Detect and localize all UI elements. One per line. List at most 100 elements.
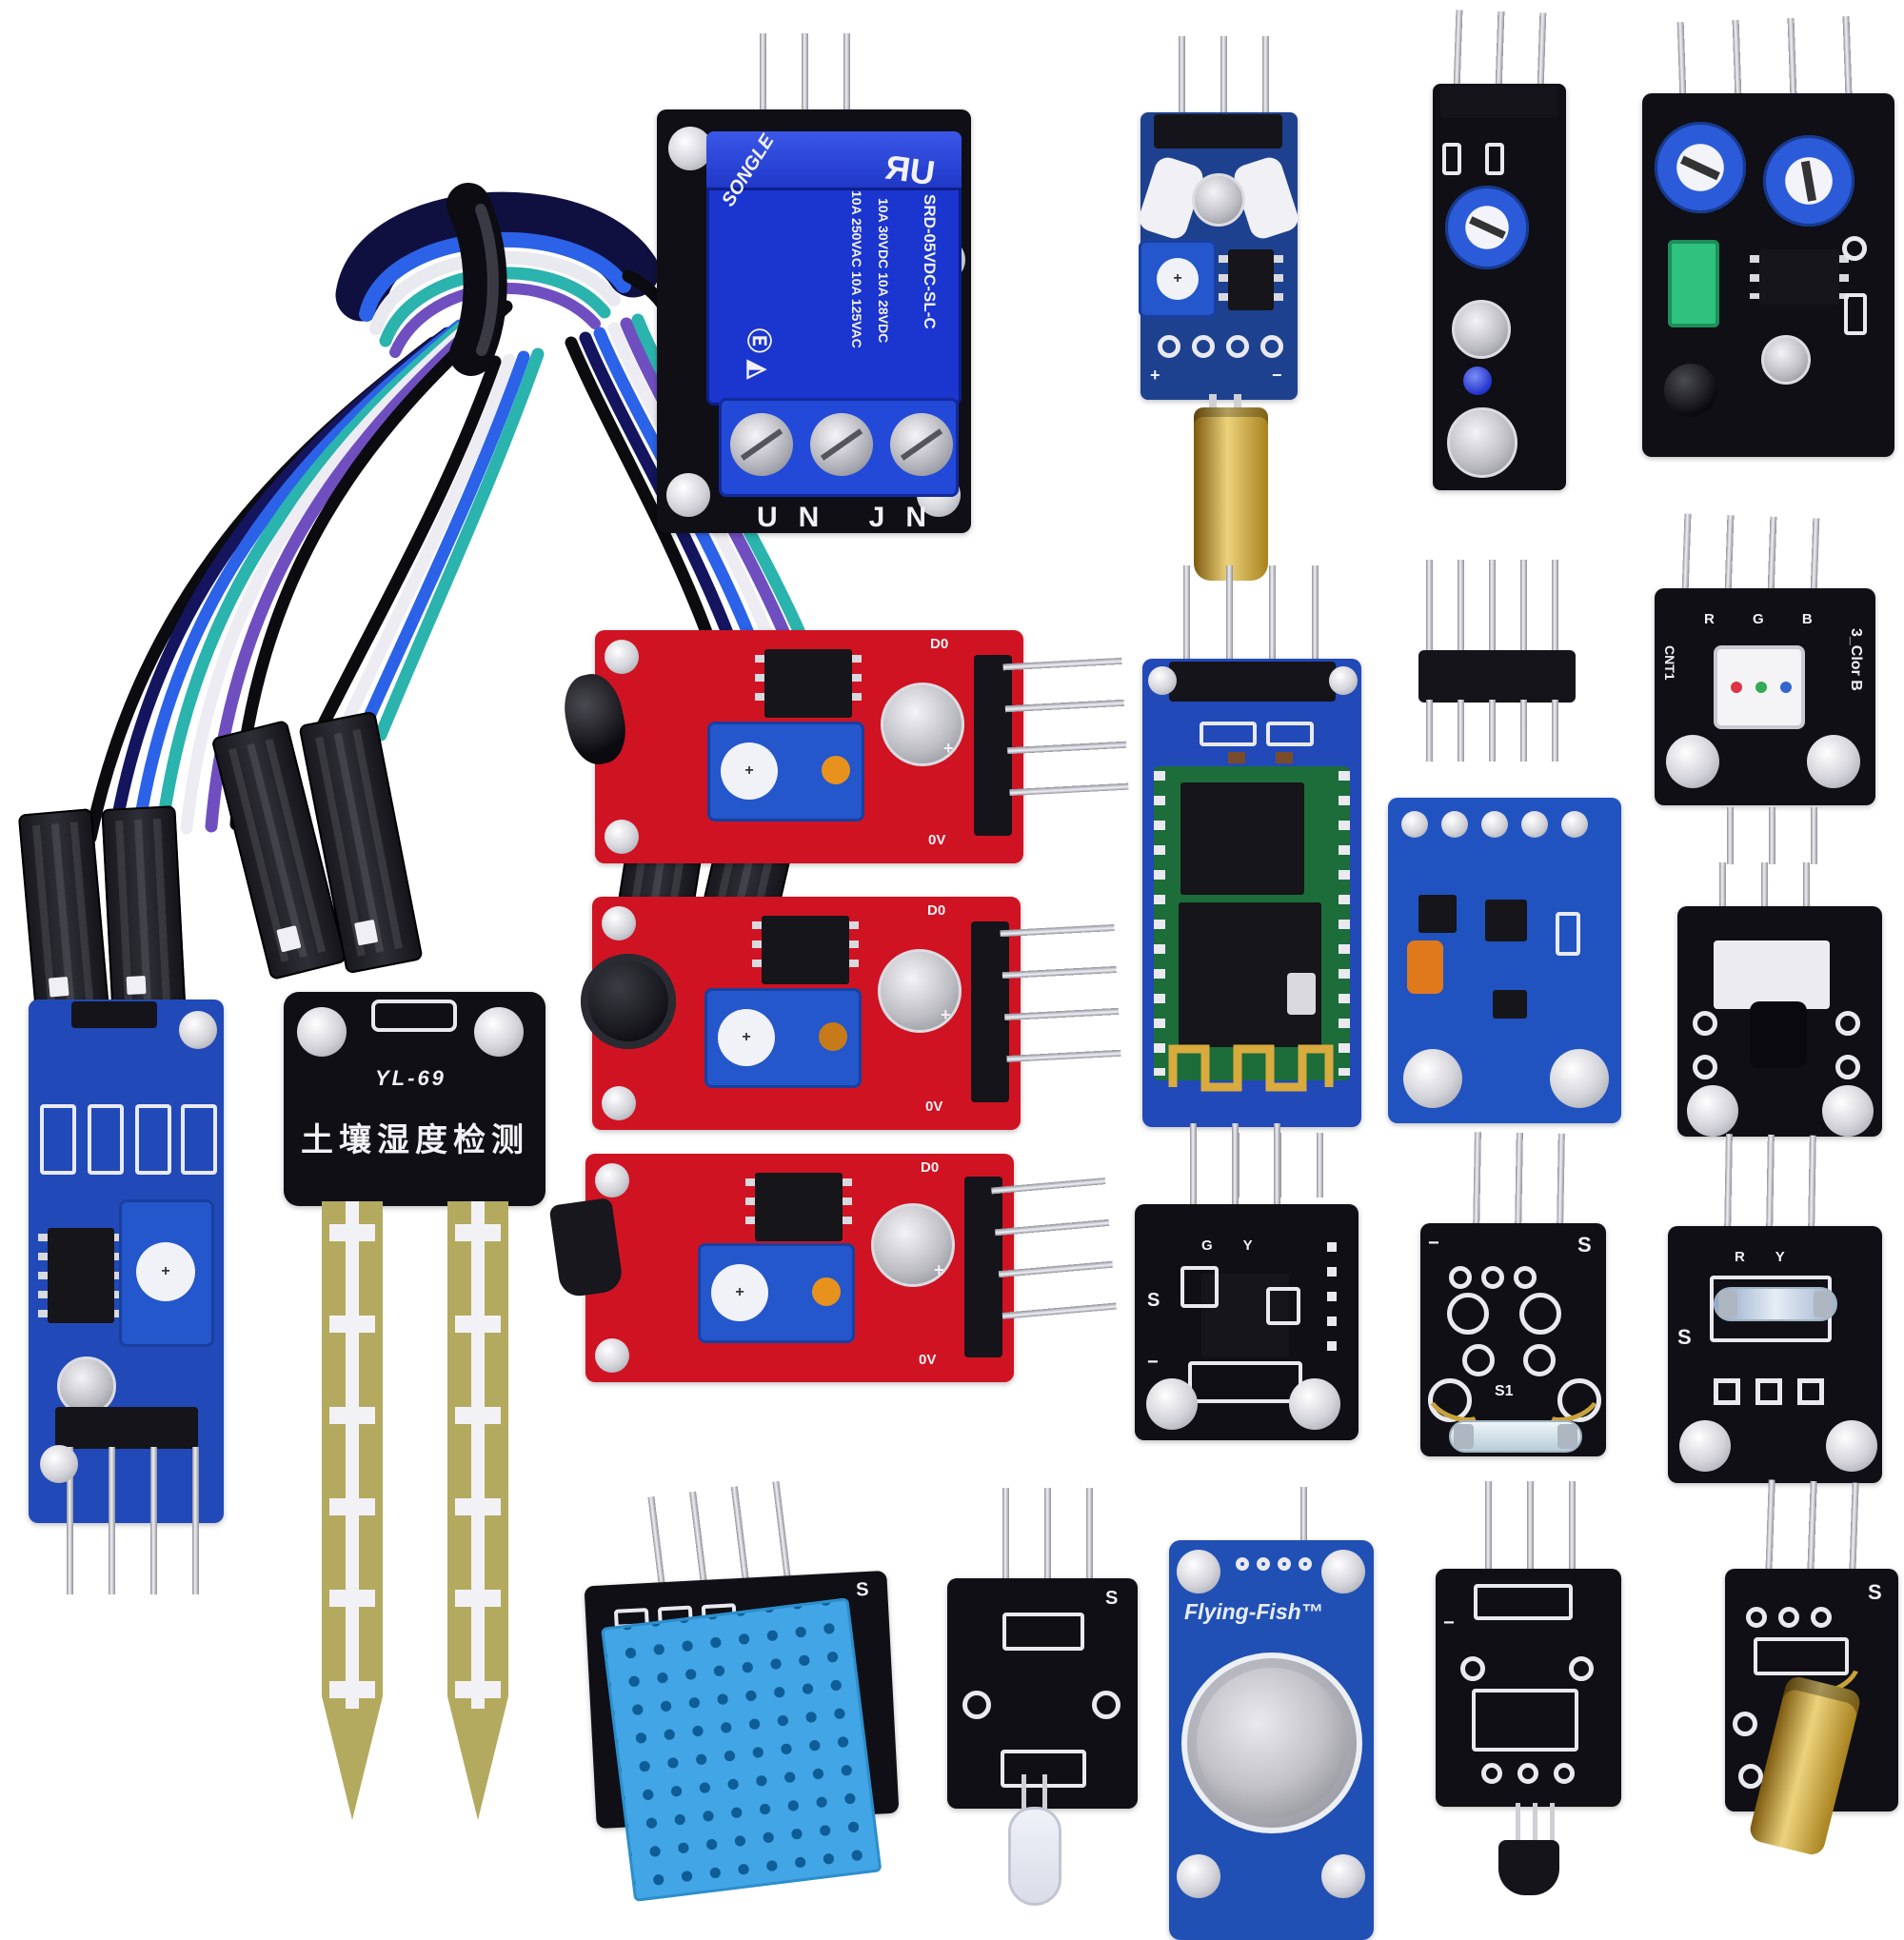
s-mark: S — [1577, 1233, 1592, 1257]
silkscreen-dashes — [1327, 1242, 1337, 1356]
trimpot-dial: + — [718, 1009, 775, 1066]
smd-part — [1266, 722, 1314, 746]
trimpot-dial: + — [721, 742, 778, 800]
clear-led — [1008, 1807, 1061, 1906]
s-mark: S — [1868, 1580, 1882, 1604]
header-hole — [1401, 811, 1428, 838]
jumper-cap — [1668, 240, 1719, 327]
solder-ring — [1226, 335, 1249, 358]
header-hole — [1278, 1557, 1291, 1571]
relay-rating-1: 10A 250VAC 10A 125VAC — [849, 190, 864, 348]
pin-header — [55, 1407, 198, 1449]
header-hole — [1481, 811, 1508, 838]
solder-ring — [1517, 1763, 1538, 1784]
mounting-hole — [40, 1445, 78, 1483]
fork-model-label: YL-69 — [375, 1066, 446, 1090]
module-pins — [1190, 1123, 1280, 1211]
comparator-chip — [755, 649, 862, 718]
solder-ring — [1260, 335, 1283, 358]
terminal-screw — [730, 413, 793, 476]
module-pins — [1002, 1488, 1093, 1583]
soil-comparator-module: + — [29, 1000, 224, 1594]
mq-gas-sensor-module: Flying-Fish™ — [1169, 1487, 1374, 1940]
comparator-chip — [1219, 249, 1283, 310]
ir-sensor — [1447, 407, 1517, 478]
s-mark: S — [1677, 1325, 1692, 1349]
rgb-right-label: 3_Clor B — [1848, 628, 1864, 691]
pin-labels: R Y — [1735, 1249, 1798, 1265]
tilt-sensor-module: + + − — [1135, 36, 1302, 581]
module-pins — [1183, 565, 1319, 661]
bluetooth-hc05-module — [1142, 565, 1361, 1198]
header-pins — [1426, 700, 1558, 762]
white-component — [1714, 940, 1830, 1009]
0v-label: 0V — [925, 1099, 943, 1115]
white-component-sensor-module — [1677, 862, 1882, 1137]
vibration-switch-module: − S S1 — [1420, 1132, 1606, 1456]
mounting-hole — [595, 1163, 629, 1198]
solder-ring — [1842, 236, 1867, 261]
comparator-chip — [745, 1173, 852, 1241]
mounting-hole — [1679, 1420, 1731, 1472]
temperature-sensor-module: G Y S − — [1135, 1123, 1359, 1440]
solder-ring — [1811, 1607, 1832, 1628]
mounting-hole — [297, 1007, 347, 1057]
gas-sensor-can — [1181, 1653, 1362, 1833]
smd-part — [1200, 722, 1257, 746]
silkscreen-frame — [1002, 1613, 1084, 1651]
solder-pad — [1755, 1378, 1782, 1405]
terminal-screw — [890, 413, 953, 476]
hall-sensor-module: − — [1436, 1481, 1621, 1895]
s-mark: S — [855, 1578, 870, 1601]
bt-chip — [1180, 782, 1304, 895]
solder-ring — [1693, 1055, 1717, 1079]
silkscreen-frame — [1180, 1266, 1219, 1308]
solder-ring — [1449, 1266, 1472, 1289]
plus-mark: + — [943, 739, 954, 758]
component-lead — [1516, 1803, 1520, 1841]
reed-switch — [1714, 1287, 1837, 1321]
trimpot-screw — [812, 1277, 841, 1306]
trimpot — [1445, 186, 1529, 269]
plus-mark: + — [1150, 366, 1160, 385]
silkscreen-frame — [1474, 1584, 1573, 1620]
microphone — [581, 954, 676, 1049]
mounting-hole — [1321, 1854, 1365, 1898]
solder-pad — [1797, 1378, 1824, 1405]
led-lead — [1021, 1774, 1026, 1809]
mounting-hole — [1321, 1550, 1365, 1594]
mounting-hole — [602, 1086, 636, 1120]
smd-chip — [1485, 900, 1527, 941]
s-mark: S — [1147, 1290, 1160, 1311]
mounting-hole — [1403, 1049, 1462, 1108]
solder-pad — [135, 1104, 171, 1175]
mounting-hole — [605, 640, 639, 674]
obstacle-avoidance-sensor — [1642, 15, 1894, 457]
solder-ring — [1557, 1378, 1601, 1422]
header-hole — [1441, 811, 1468, 838]
solder-ring — [1523, 1344, 1556, 1376]
flame-sensor-module: + D0 0V + — [557, 630, 1129, 863]
module-pins — [1485, 1481, 1576, 1574]
solder-ring — [1460, 1656, 1485, 1681]
relay-logos: Ⓔ ◭ — [744, 327, 774, 380]
solder-ring — [1158, 335, 1180, 358]
comparator-chip — [1750, 249, 1849, 305]
module-pins — [1473, 1132, 1565, 1229]
sound-sensor-module: + D0 0V + — [581, 897, 1121, 1130]
pin-header — [1169, 662, 1336, 702]
solder-ring — [1481, 1763, 1502, 1784]
led-lead — [1042, 1774, 1047, 1809]
fork-prong — [447, 1201, 508, 1820]
solder-ring — [1693, 1011, 1717, 1036]
mounting-hole — [1148, 666, 1177, 695]
relay-module: SONGLE ЯU 10A 250VAC 10A 125VAC 10A 30VD… — [657, 33, 971, 533]
relay-cube: SONGLE ЯU 10A 250VAC 10A 125VAC 10A 30VD… — [706, 131, 962, 406]
smd-resistor — [1276, 752, 1293, 763]
mounting-hole — [1807, 735, 1860, 788]
module-pins — [1453, 10, 1547, 89]
trimpot-dial: + — [711, 1264, 768, 1321]
mounting-hole — [1289, 1378, 1340, 1430]
smd-part — [1442, 143, 1461, 175]
